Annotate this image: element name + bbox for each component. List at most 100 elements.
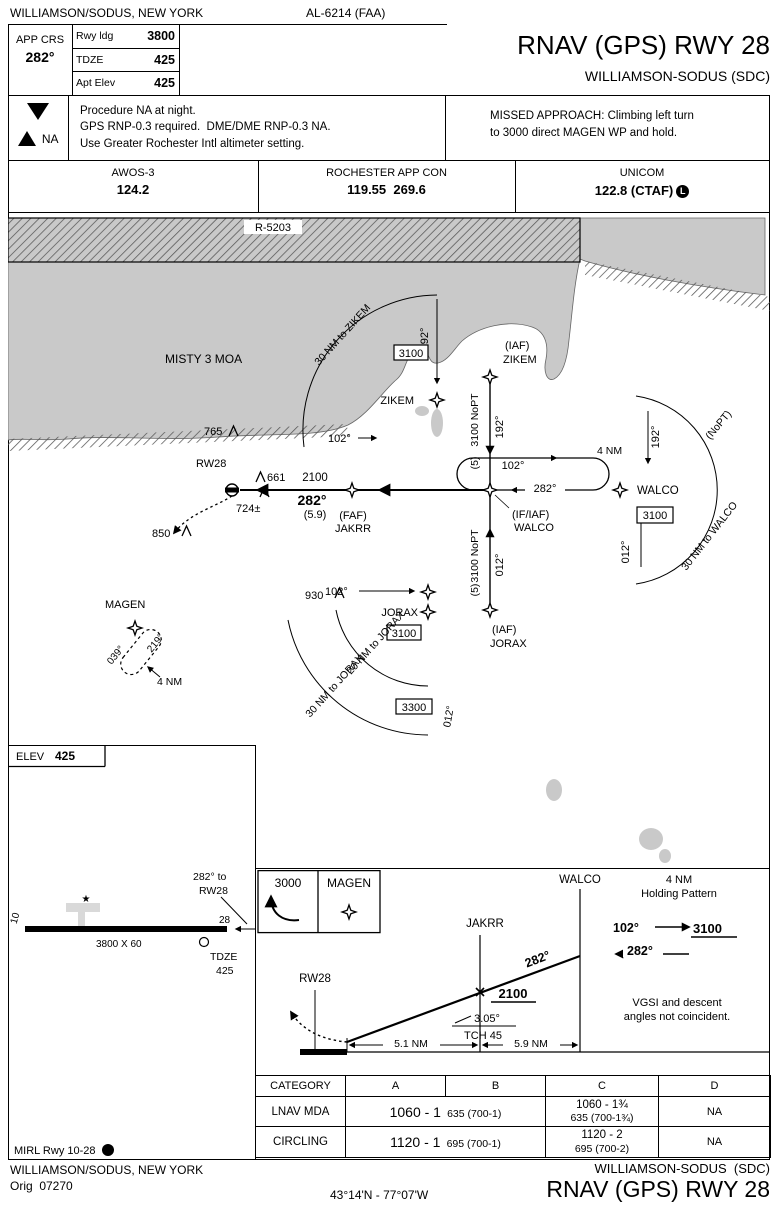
taa-zikem-102: 102° [328, 433, 351, 445]
missed-altitude: 3000 [275, 876, 302, 890]
jorax-fix-label: JORAX [381, 607, 418, 619]
plan-view: R-5203 MISTY 3 MOA 30 NM to ZIKEM 192° 3… [8, 217, 770, 863]
restricted-area-label: R-5203 [255, 222, 291, 234]
zikem-fix-label: ZIKEM [380, 395, 414, 407]
missed-line-2: to 3000 direct MAGEN WP and hold. [490, 126, 678, 139]
awos-label: AWOS-3 [111, 167, 155, 179]
taa-zikem-altitude: 3100 [399, 348, 423, 360]
holding-note-1: 4 NM [666, 874, 692, 886]
missed-approach-track [172, 495, 233, 535]
unicom-freq: 122.8 (CTAF) [594, 183, 674, 198]
faf-name: JAKRR [335, 523, 371, 535]
leg-zikem-walco: 3100 NoPT (5) 192° [469, 383, 506, 485]
iaf-zikem-name: ZIKEM [503, 354, 537, 366]
lighting-circle-icon [102, 1144, 114, 1156]
distance-faf-map: 5.1 NM [394, 1038, 428, 1050]
vgsi-note-1: VGSI and descent [632, 997, 721, 1009]
app-con-label: ROCHESTER APP CON [326, 167, 447, 179]
comm-awos: AWOS-3 124.2 [8, 160, 258, 212]
climbing-left-turn-icon [264, 894, 300, 922]
profile-holding: WALCO 4 NM Holding Pattern 102° 3100 282… [559, 874, 737, 1052]
app-crs-value: 282° [25, 49, 55, 65]
lighting-note: MIRL Rwy 10-28 L [14, 1144, 114, 1157]
taa-jorax-102: 102° [325, 586, 348, 598]
iaf-jorax: 3100 NoPT (5) 012° (IAF) JORAX [469, 496, 527, 650]
hold-inbound-course: 282° [534, 483, 557, 495]
app-crs-label: APP CRS [15, 34, 65, 46]
missed-fix: MAGEN [327, 876, 371, 890]
taa-jorax-3300: 3300 [402, 702, 426, 714]
magen-holding: MAGEN 039° 219° 4 NM [105, 599, 182, 688]
chart-city-state: WILLIAMSON/SODUS, NEW YORK [10, 6, 204, 20]
jorax-waypoint-icon [482, 602, 498, 618]
tdze-sketch-label: TDZE [210, 951, 237, 963]
zikem-taa-waypoint-icon [429, 392, 445, 408]
taa-walco-nopt: (NoPT) [703, 408, 734, 442]
procedure-notes: Procedure NA at night. GPS RNP-0.3 requi… [68, 95, 445, 160]
segment-altitude: 2100 [302, 472, 328, 484]
magen-profile-waypoint-icon [341, 904, 357, 920]
leg1-distance: (5) [469, 457, 481, 470]
island [546, 779, 562, 801]
moa-label: MISTY 3 MOA [165, 352, 242, 366]
procedure-title: RNAV (GPS) RWY 28 [517, 30, 770, 60]
glidepath-angle: 3.05° [474, 1013, 500, 1025]
runway-10-number: 10 [9, 911, 23, 925]
threshold-symbol [198, 936, 210, 948]
profile-rw28-label: RW28 [299, 973, 331, 985]
island [659, 849, 671, 863]
segment-course: 282° [298, 492, 327, 508]
distance-if-faf: 5.9 NM [514, 1038, 548, 1050]
walco-label: WALCO [637, 485, 679, 497]
restricted-area-r5203: R-5203 [8, 217, 581, 263]
alternate-na-label: NA [41, 131, 59, 146]
circling-label: CIRCLING [255, 1126, 346, 1158]
apt-elev-label: Apt Elev [76, 76, 116, 89]
obstacle-765: 765 [204, 426, 222, 438]
iaf-jorax-name: JORAX [490, 638, 527, 650]
walco-waypoint-icon [482, 482, 498, 498]
circling-ab: 1120 - 1 695 (700-1) [345, 1126, 546, 1158]
missed-line-1: MISSED APPROACH: Climbing left turn [490, 110, 694, 122]
magen-waypoint-icon [127, 620, 143, 636]
runway-28-number: 28 [219, 915, 231, 926]
airport-name: WILLIAMSON-SODUS (SDC) [584, 68, 770, 84]
obstacle-724: 724± [236, 503, 260, 515]
category-a-header: A [345, 1075, 446, 1097]
runway-10-28 [25, 926, 227, 932]
island [639, 828, 663, 850]
holding-inbound: 282° [627, 944, 653, 958]
obstacles: 765 661 724± 850 930 [152, 424, 345, 602]
iaf-jorax-tag: (IAF) [492, 624, 516, 636]
lighting-circle-l-icon: L [676, 185, 690, 198]
svg-text:A: A [24, 136, 30, 146]
minimums-header-row: CATEGORY A B C D [255, 1075, 771, 1097]
hold-outbound-course: 102° [502, 460, 525, 472]
taa-jorax: 102° JORAX 3100 20 NM to JORAX 30 NM to … [287, 584, 457, 736]
airport-sketch: ELEV 425 ★ 10 28 3800 X 60 282° to RW28 … [8, 745, 255, 1157]
notes-symbols-box: T A NA [8, 95, 68, 160]
magen-outbound: 039° [105, 644, 127, 667]
al-number: AL-6214 (FAA) [306, 6, 386, 20]
intermediate-altitude: 2100 [499, 986, 528, 1001]
approach-bearing-line1: 282° to [193, 871, 227, 883]
taa-jorax-altitude: 3100 [392, 628, 416, 640]
footer-airport-name: WILLIAMSON-SODUS (SDC) [594, 1161, 770, 1176]
elev-box: ELEV 425 [8, 745, 106, 768]
runway-data-box: Rwy ldg 3800 TDZE 425 Apt Elev 425 [72, 24, 179, 95]
tdze-sketch-value: 425 [216, 965, 234, 977]
lnav-mda-d: NA [658, 1096, 771, 1127]
tch-label: TCH 45 [464, 1030, 502, 1042]
profile-walco-label: WALCO [559, 874, 601, 886]
leg1-course: 192° [494, 416, 506, 439]
approach-bearing-line2: RW28 [199, 885, 228, 897]
missed-approach-text: MISSED APPROACH: Climbing left turn to 3… [445, 95, 769, 160]
taa-walco: 192° (NoPT) 30 NM to WALCO 012° WALCO 31… [612, 395, 740, 585]
elev-label: ELEV [16, 751, 45, 763]
rw28-label: RW28 [196, 458, 226, 470]
minimums-table: CATEGORY A B C D LNAV MDA 1060 - 1 635 (… [255, 1075, 771, 1158]
jakrr-waypoint-icon [344, 482, 360, 498]
lnav-mda-label: LNAV MDA [255, 1096, 346, 1127]
shoreline-hatching [8, 261, 770, 451]
lnav-mda-row: LNAV MDA 1060 - 1 635 (700-1) 1060 - 1¾ … [255, 1096, 771, 1127]
